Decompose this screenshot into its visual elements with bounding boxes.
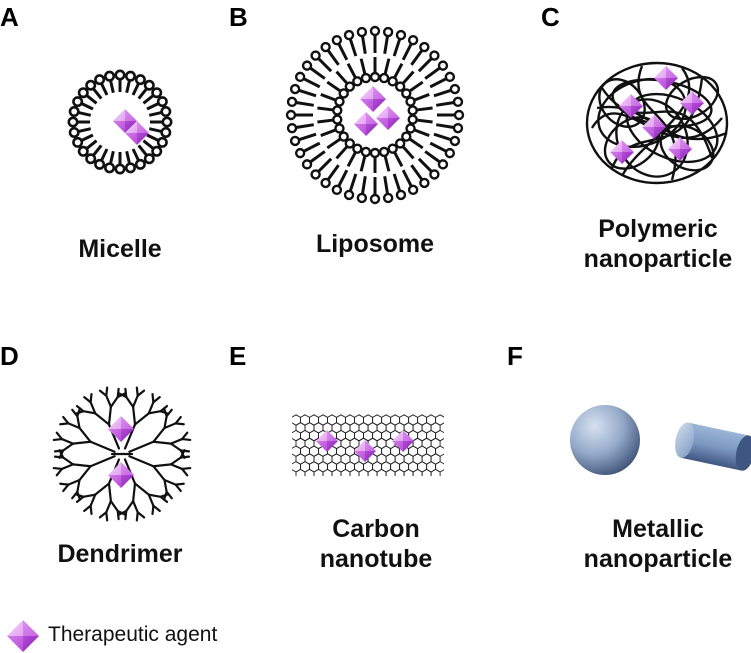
metallic-rod [675, 422, 751, 471]
caption-carbon-nanotube: Carbon nanotube [291, 514, 461, 574]
caption-carbon-line2: nanotube [319, 545, 433, 573]
caption-metallic-line2: nanoparticle [583, 545, 733, 573]
panel-letter-a: A [0, 2, 19, 32]
polymeric-nanoparticle-illustration [585, 61, 729, 185]
therapeutic-agent-icon [360, 86, 386, 112]
caption-carbon-line1: Carbon [332, 515, 420, 543]
metallic-sphere [570, 405, 640, 475]
caption-dendrimer-line: Dendrimer [57, 540, 183, 568]
panel-letter-f: F [507, 341, 523, 371]
caption-polymeric-line1: Polymeric [598, 215, 718, 243]
dendrimer-illustration [52, 386, 192, 522]
caption-polymeric-nanoparticle: Polymeric nanoparticle [568, 214, 748, 274]
carbon-nanotube-illustration [292, 414, 444, 476]
caption-liposome-line: Liposome [315, 230, 435, 258]
panel-letter-d: D [0, 341, 19, 371]
therapeutic-agent-diamond-icon [7, 620, 39, 652]
legend-label: Therapeutic agent [48, 623, 218, 646]
caption-metallic-nanoparticle: Metallic nanoparticle [568, 514, 748, 574]
panel-letter-e: E [229, 341, 247, 371]
therapeutic-agent-icon [108, 462, 134, 488]
caption-micelle: Micelle [40, 234, 200, 264]
caption-dendrimer: Dendrimer [30, 539, 210, 569]
caption-micelle-line: Micelle [78, 235, 162, 263]
panel-letter-c: C [541, 2, 560, 32]
panel-letter-b: B [229, 2, 248, 32]
caption-liposome: Liposome [295, 229, 455, 259]
caption-polymeric-line2: nanoparticle [583, 245, 733, 273]
therapeutic-agent-icon [376, 106, 400, 130]
liposome-illustration [285, 25, 465, 205]
caption-metallic-line1: Metallic [612, 515, 704, 543]
therapeutic-agent-icon [354, 440, 376, 462]
therapeutic-agent-icon [392, 430, 414, 452]
therapeutic-agent-icon [316, 430, 338, 452]
metallic-nanoparticle-illustration [570, 405, 751, 475]
therapeutic-agent-icon [354, 112, 378, 136]
micelle-illustration [67, 69, 173, 175]
